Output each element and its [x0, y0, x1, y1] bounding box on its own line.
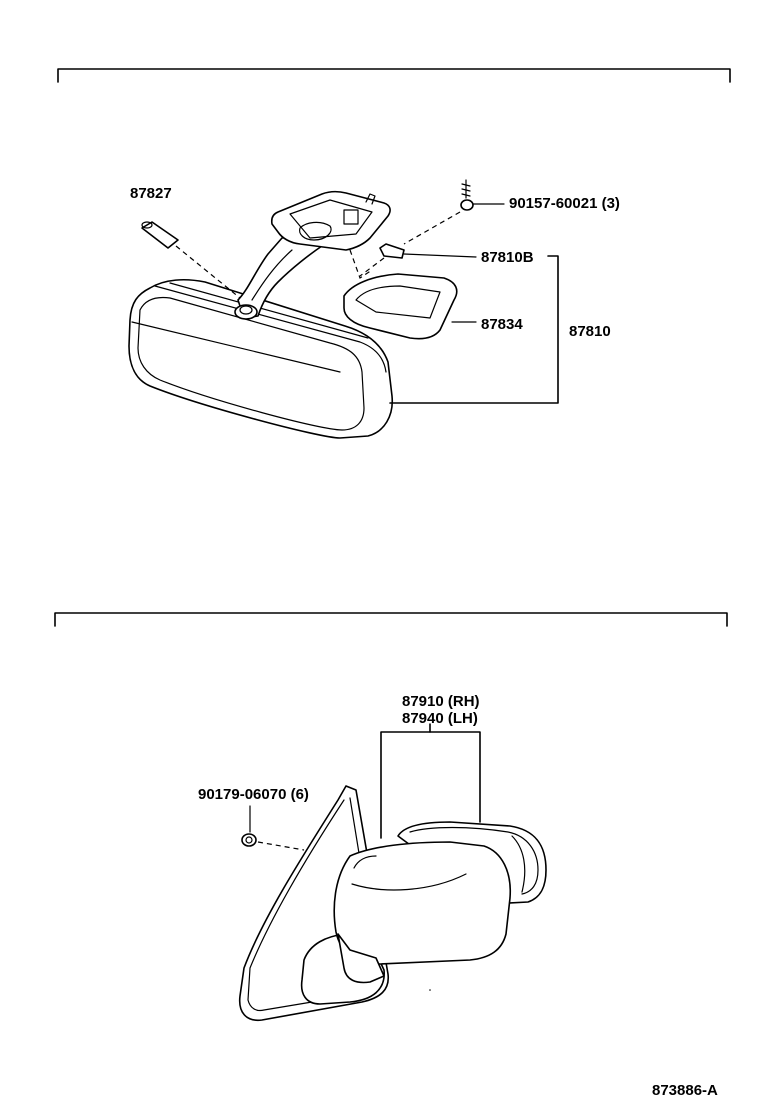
inner-mirror-assembly	[128, 190, 393, 439]
label-87810B: 87810B	[481, 249, 534, 266]
label-90157-60021: 90157-60021 (3)	[509, 195, 620, 212]
label-87834: 87834	[481, 316, 523, 333]
upper-labels: 87827 90157-60021 (3) 87810B 87834 87810	[130, 185, 620, 340]
label-87827: 87827	[130, 185, 172, 202]
label-90179-06070: 90179-06070 (6)	[198, 786, 309, 803]
bracket-87810	[389, 255, 559, 404]
outer-mirror-assembly	[238, 785, 547, 1021]
drawing-id: 873886-A	[652, 1082, 718, 1099]
screw-90157	[403, 179, 505, 245]
label-87910: 87910 (RH)	[402, 693, 480, 710]
lower-labels: 87910 (RH) 87940 (LH) 90179-06070 (6)	[198, 693, 480, 803]
lower-section-frame	[54, 612, 728, 627]
lens-87834	[343, 273, 477, 340]
nut-90179	[241, 805, 305, 851]
upper-section-frame	[57, 68, 731, 83]
pin-87827	[141, 221, 241, 299]
bulb-87810B	[359, 243, 477, 277]
label-87940: 87940 (LH)	[402, 710, 478, 727]
label-87810: 87810	[569, 323, 611, 340]
bracket-87910-87940	[380, 723, 481, 839]
